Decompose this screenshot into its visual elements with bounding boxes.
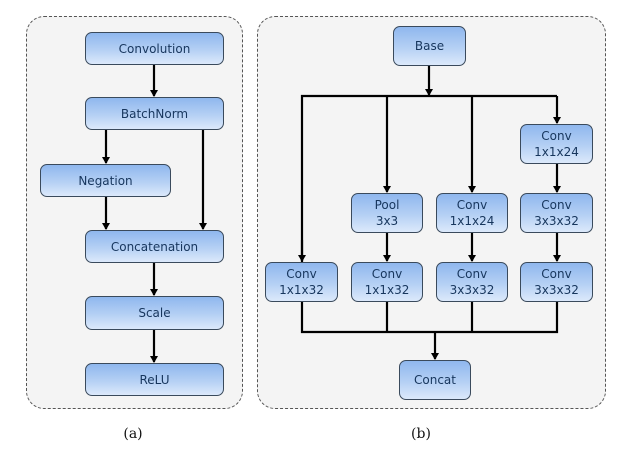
caption-a: (a) [123, 426, 143, 442]
node-label: Negation [78, 173, 133, 188]
node-label-line1: Conv [286, 267, 317, 281]
node-label-line2: 3x3x32 [449, 283, 495, 297]
node-concatenation: Concatenation [85, 230, 224, 263]
node-branch4-conv-b: Conv 3x3x32 [520, 193, 593, 233]
node-label-line2: 1x1x24 [534, 145, 579, 159]
node-label-line1: Conv [371, 267, 403, 281]
node-label-line1: Conv [541, 129, 572, 143]
node-label-line2: 1x1x32 [279, 283, 324, 297]
node-branch4-conv-a: Conv 1x1x24 [520, 124, 593, 164]
node-label-line1: Conv [456, 198, 488, 212]
node-label-line2: 3x3 [375, 214, 399, 228]
node-label: Convolution [118, 41, 191, 56]
panel-a [26, 16, 243, 409]
node-convolution: Convolution [85, 32, 224, 65]
node-relu: ReLU [85, 363, 224, 396]
bus-top [300, 94, 557, 262]
node-label: Scale [138, 306, 171, 320]
node-label-line1: Conv [541, 267, 572, 281]
node-concat: Concat [399, 360, 471, 400]
caption-b: (b) [411, 426, 431, 442]
node-label: BatchNorm [120, 106, 189, 121]
node-branch2-pool: Pool 3x3 [351, 193, 423, 233]
node-label: Concatenation [110, 239, 199, 254]
node-label-line2: 3x3x32 [534, 283, 579, 297]
node-negation: Negation [40, 164, 171, 197]
node-scale: Scale [85, 296, 224, 330]
node-label-line2: 1x1x24 [449, 214, 495, 228]
node-batchnorm: BatchNorm [85, 97, 224, 130]
node-branch3-conv-a: Conv 1x1x24 [436, 193, 508, 233]
node-branch1-conv: Conv 1x1x32 [265, 262, 338, 302]
node-branch3-conv-b: Conv 3x3x32 [436, 262, 508, 302]
node-label: Concat [414, 373, 456, 387]
bus-bottom [300, 302, 559, 334]
node-label: Base [414, 39, 445, 53]
node-branch4-conv-c: Conv 3x3x32 [520, 262, 593, 302]
node-label-line1: Pool [374, 198, 400, 212]
node-branch2-conv: Conv 1x1x32 [351, 262, 423, 302]
node-base: Base [393, 26, 466, 66]
node-label: ReLU [139, 372, 170, 387]
node-label-line2: 1x1x32 [364, 283, 410, 297]
node-label-line2: 3x3x32 [534, 214, 579, 228]
node-label-line1: Conv [456, 267, 488, 281]
node-label-line1: Conv [541, 198, 572, 212]
